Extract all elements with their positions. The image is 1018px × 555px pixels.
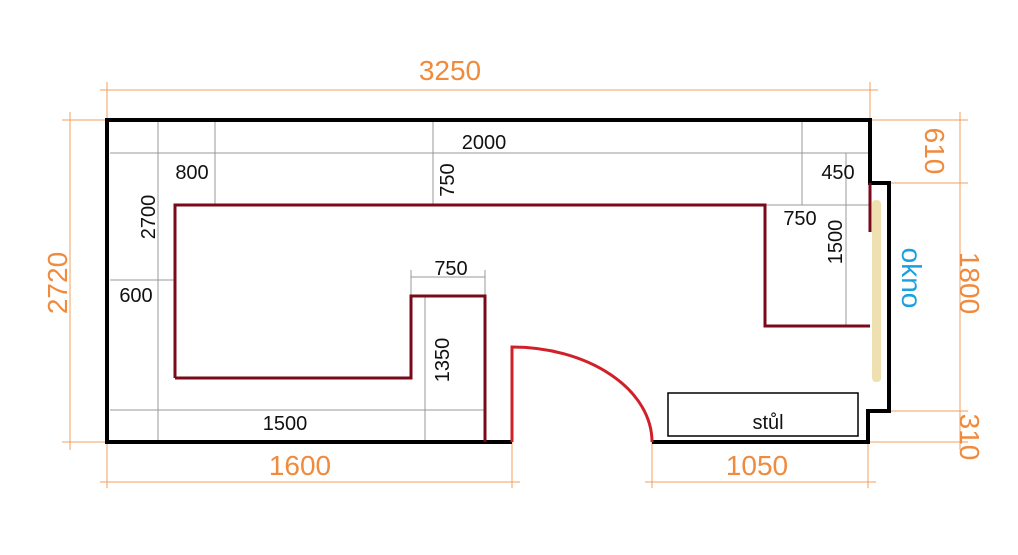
desk	[667, 392, 859, 437]
window-sill	[872, 200, 881, 382]
dim-bottom-run: 1500	[263, 413, 308, 435]
dim-bottom-right: 1050	[726, 450, 788, 481]
dim-peninsula-length: 1350	[432, 338, 454, 383]
window-label: okno	[896, 248, 927, 309]
outer-dimension-lines	[62, 82, 968, 488]
desk-label: stůl	[752, 412, 783, 434]
dim-top-run: 2000	[462, 132, 507, 154]
door-swing	[510, 345, 654, 443]
dim-peninsula-width: 750	[434, 258, 467, 280]
dim-right-offset: 450	[821, 162, 854, 184]
inner-dimension-lines	[110, 120, 870, 442]
dim-left-offset: 800	[175, 162, 208, 184]
dim-bottom-left: 1600	[269, 450, 331, 481]
room-walls	[105, 118, 891, 444]
dim-right-top: 610	[919, 128, 950, 175]
dim-total-height: 2720	[42, 252, 73, 314]
dim-left-run: 2700	[138, 195, 160, 240]
dim-right-mid: 1800	[954, 252, 985, 314]
dim-right-length: 1500	[825, 220, 847, 265]
kitchen-counter	[173, 183, 872, 442]
dim-right-width: 750	[783, 208, 816, 230]
dim-right-bottom: 310	[954, 414, 985, 461]
dim-counter-depth-top: 750	[437, 163, 459, 196]
dim-total-width: 3250	[419, 55, 481, 86]
dim-left-depth: 600	[119, 285, 152, 307]
